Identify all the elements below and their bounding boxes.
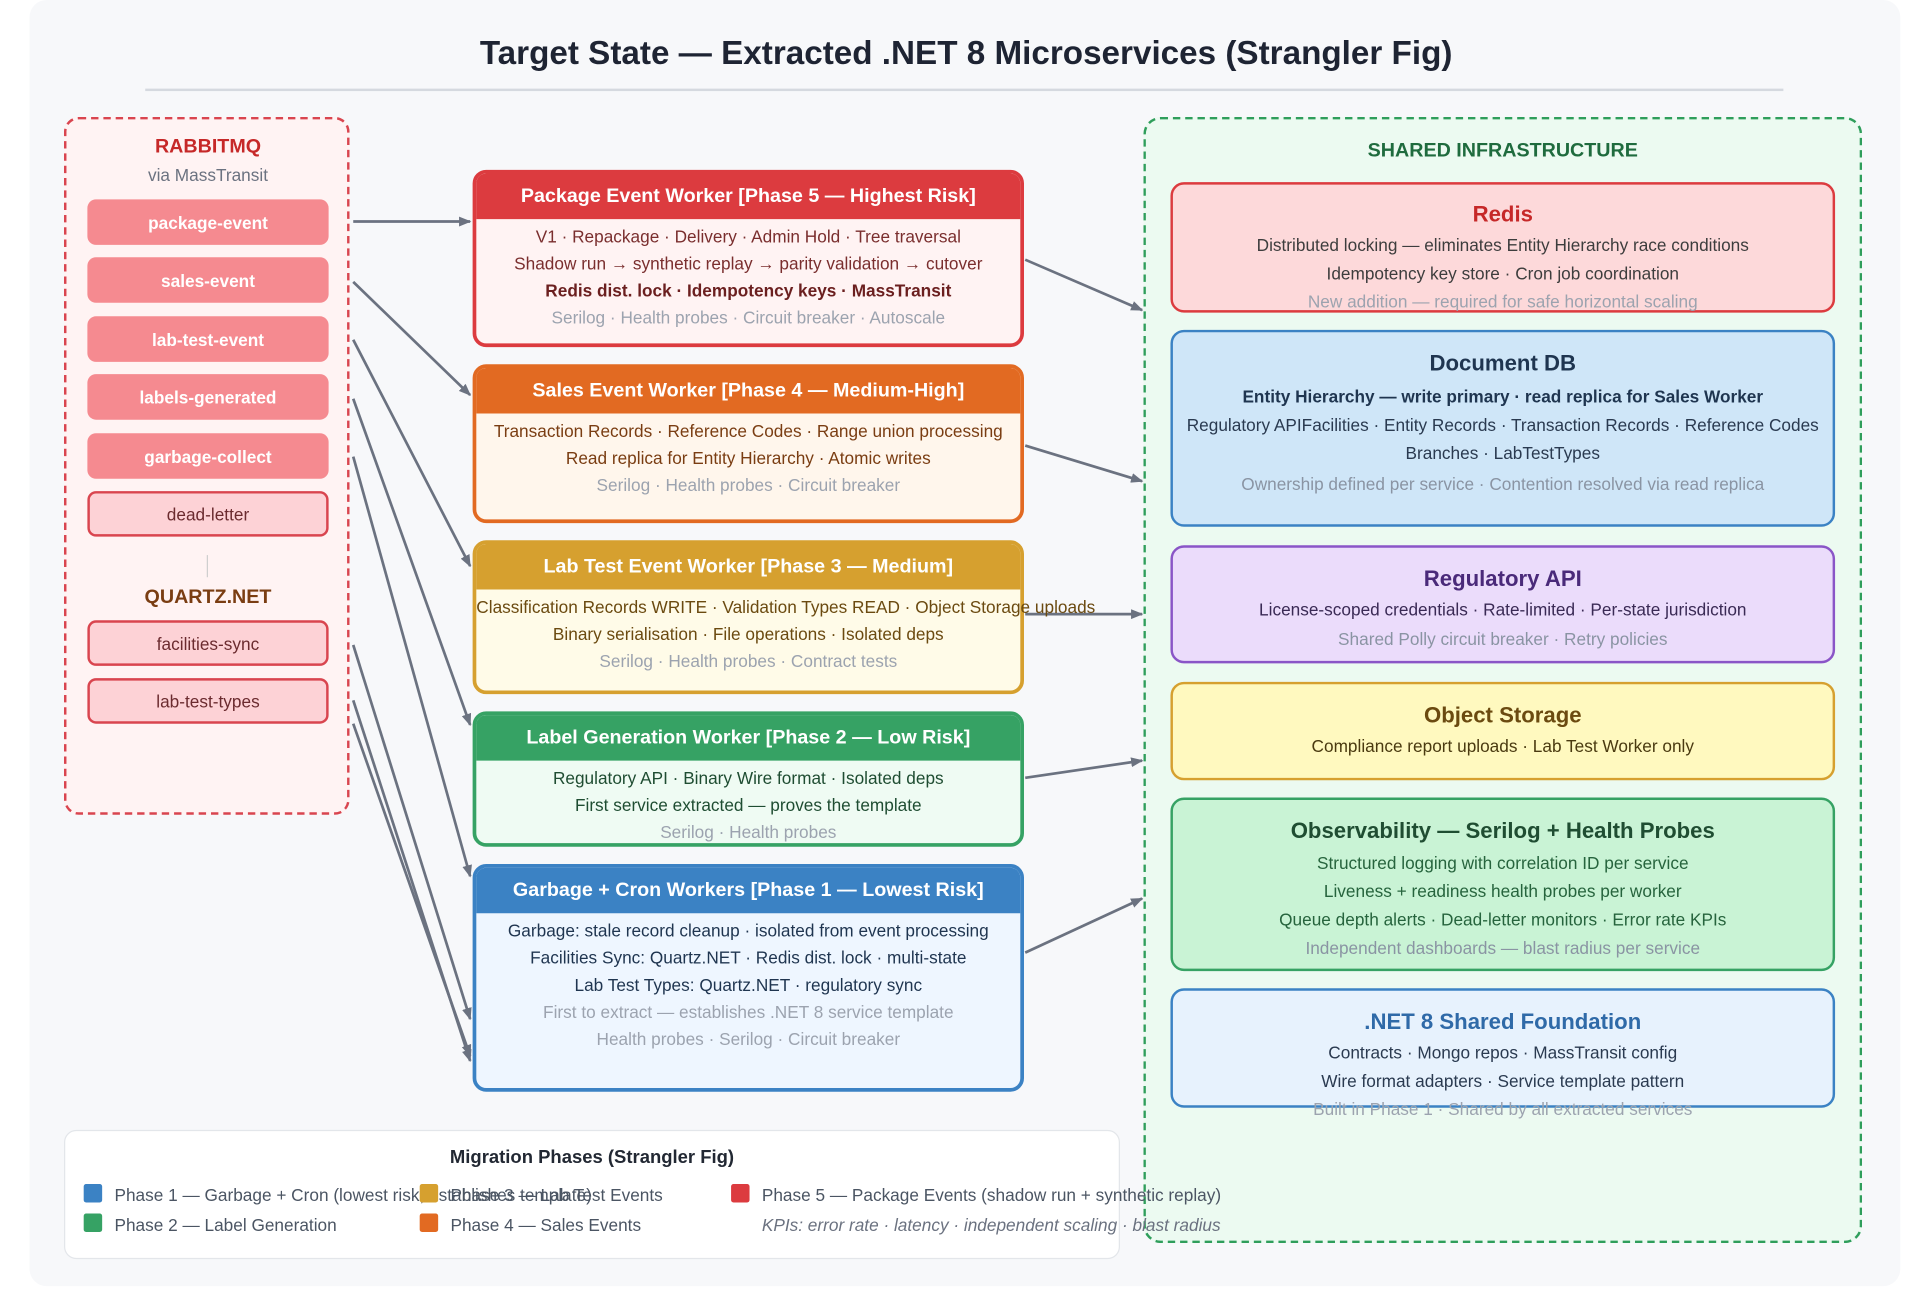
worker-line: Serilog · Health probes · Circuit breake… <box>596 475 901 495</box>
objstore-line: Compliance report uploads · Lab Test Wor… <box>1311 735 1694 756</box>
foundation-line: Contracts · Mongo repos · MassTransit co… <box>1328 1042 1678 1063</box>
arrow-lab-test-event-to-lab-worker <box>352 339 472 568</box>
worker-title: Package Event Worker [Phase 5 — Highest … <box>476 173 1021 220</box>
redis-title: Redis <box>1472 201 1533 227</box>
lab-test-event-worker: Lab Test Event Worker [Phase 3 — Medium]… <box>472 540 1096 695</box>
regapi-title: Regulatory API <box>1423 566 1582 591</box>
worker-title: Sales Event Worker [Phase 4 — Medium-Hig… <box>476 367 1021 414</box>
queue-package-event: package-event <box>87 199 329 245</box>
observability-title: Observability — Serilog + Health Probes <box>1290 818 1715 844</box>
label-generation-worker: Label Generation Worker [Phase 2 — Low R… <box>472 711 1024 847</box>
legend-swatch-phase1 <box>83 1183 103 1203</box>
legend-kpis: KPIs: error rate · latency · independent… <box>761 1214 1221 1235</box>
worker-line: Regulatory API · Binary Wire format · Is… <box>552 767 944 788</box>
worker-line: Shadow run → synthetic replay → parity v… <box>514 253 983 274</box>
redis-line: New addition — required for safe horizon… <box>1307 291 1698 312</box>
queue-garbage-collect: garbage-collect <box>87 433 329 479</box>
title-divider <box>145 88 1784 92</box>
job-facilities-sync: facilities-sync <box>87 620 329 666</box>
legend-item-phase5: Phase 5 — Package Events (shadow run + s… <box>761 1185 1222 1205</box>
worker-line: Facilities Sync: Quartz.NET · Redis dist… <box>530 947 967 968</box>
queue-lab-test-event: lab-test-event <box>87 316 329 362</box>
objstore-title: Object Storage <box>1423 702 1582 728</box>
worker-line: Lab Test Types: Quartz.NET · regulatory … <box>574 974 923 995</box>
worker-line: First service extracted — proves the tem… <box>574 795 922 815</box>
docdb-line: Regulatory APIFacilities · Entity Record… <box>1186 414 1819 435</box>
worker-line: Serilog · Health probes <box>660 822 837 842</box>
arrow-package-worker-to-infra <box>1024 258 1144 312</box>
legend-swatch-phase5 <box>731 1183 750 1203</box>
garbage-cron-worker: Garbage + Cron Workers [Phase 1 — Lowest… <box>472 863 1024 1092</box>
legend-title: Migration Phases (Strangler Fig) <box>449 1147 735 1168</box>
arrow-facilities-sync-to-cron-worker <box>351 644 472 1021</box>
rabbitmq-title: RABBITMQ <box>154 136 262 158</box>
arrow-sales-worker-to-infra <box>1024 444 1144 483</box>
object-storage-box: Object Storage Compliance report uploads… <box>1170 681 1836 781</box>
legend-item-phase2: Phase 2 — Label Generation <box>114 1214 337 1235</box>
arrow-garbage-collect-to-garbage-worker <box>351 456 472 878</box>
legend-item-phase1: Phase 1 — Garbage + Cron (lowest risk, e… <box>114 1185 592 1205</box>
observability-line: Independent dashboards — blast radius pe… <box>1305 937 1701 958</box>
rabbitmq-subtitle: via MassTransit <box>147 164 268 185</box>
legend-swatch-phase3 <box>419 1183 439 1203</box>
regapi-line: Shared Polly circuit breaker · Retry pol… <box>1338 628 1668 649</box>
queue-sales-event: sales-event <box>87 257 329 303</box>
arrow-lab-test-types-to-cron-worker-2 <box>351 723 472 1058</box>
observability-box: Observability — Serilog + Health Probes … <box>1170 797 1836 972</box>
legend <box>63 1129 1120 1260</box>
panel-separator <box>206 555 208 578</box>
arrow-garbage-worker-to-infra <box>1024 897 1144 954</box>
regapi-line: License-scoped credentials · Rate-limite… <box>1259 599 1747 620</box>
worker-line: Serilog · Health probes · Circuit breake… <box>551 307 946 328</box>
infra-title: SHARED INFRASTRUCTURE <box>1367 140 1638 162</box>
docdb-line: Entity Hierarchy — write primary · read … <box>1242 386 1764 407</box>
foundation-line: Built in Phase 1 · Shared by all extract… <box>1313 1099 1693 1119</box>
queue-dead-letter: dead-letter <box>87 491 329 537</box>
arrow-sales-event-to-sales-worker <box>352 280 472 397</box>
diagram-title: Target State — Extracted .NET 8 Microser… <box>479 34 1453 72</box>
docdb-line: Ownership defined per service · Contenti… <box>1241 473 1765 494</box>
arrow-label-worker-to-infra <box>1025 757 1144 780</box>
foundation-title: .NET 8 Shared Foundation <box>1364 1009 1642 1034</box>
observability-line: Structured logging with correlation ID p… <box>1316 852 1689 873</box>
worker-line: Serilog · Health probes · Contract tests <box>599 651 898 671</box>
worker-title: Garbage + Cron Workers [Phase 1 — Lowest… <box>476 867 1021 914</box>
worker-line: Read replica for Entity Hierarchy · Atom… <box>565 447 931 468</box>
worker-line: First to extract — establishes .NET 8 se… <box>543 1001 954 1022</box>
worker-line: Transaction Records · Reference Codes · … <box>493 420 1003 441</box>
redis-line: Distributed locking — eliminates Entity … <box>1256 235 1749 255</box>
redis-box: Redis Distributed locking — eliminates E… <box>1170 182 1836 313</box>
docdb-title: Document DB <box>1429 350 1576 376</box>
redis-line: Idempotency key store · Cron job coordin… <box>1326 263 1679 284</box>
arrow-labels-generated-to-label-worker <box>351 398 472 727</box>
worker-line: V1 · Repackage · Delivery · Admin Hold ·… <box>535 226 961 247</box>
observability-line: Liveness + readiness health probes per w… <box>1323 881 1682 901</box>
sales-event-worker: Sales Event Worker [Phase 4 — Medium-Hig… <box>472 364 1024 524</box>
quartz-title: QUARTZ.NET <box>144 587 272 608</box>
docdb-line: Branches · LabTestTypes <box>1405 443 1600 463</box>
observability-line: Queue depth alerts · Dead-letter monitor… <box>1279 909 1727 930</box>
legend-item-phase3: Phase 3 — Lab Test Events <box>450 1185 663 1205</box>
foundation-line: Wire format adapters · Service template … <box>1321 1070 1685 1091</box>
legend-item-phase4: Phase 4 — Sales Events <box>450 1214 642 1235</box>
worker-title: Label Generation Worker [Phase 2 — Low R… <box>476 715 1021 761</box>
package-event-worker: Package Event Worker [Phase 5 — Highest … <box>472 169 1024 348</box>
worker-line: Health probes · Serilog · Circuit breake… <box>596 1028 901 1049</box>
worker-line: Garbage: stale record cleanup · isolated… <box>507 920 989 941</box>
dotnet-foundation-box: .NET 8 Shared Foundation Contracts · Mon… <box>1170 988 1836 1119</box>
queue-labels-generated: labels-generated <box>87 374 329 420</box>
job-lab-test-types: lab-test-types <box>87 678 329 724</box>
legend-swatch-phase2 <box>83 1213 103 1232</box>
worker-title: Lab Test Event Worker [Phase 3 — Medium] <box>476 543 1021 590</box>
worker-line: Classification Records WRITE · Validatio… <box>476 596 1096 617</box>
regulatory-api-box: Regulatory API License-scoped credential… <box>1170 545 1836 664</box>
worker-line: Redis dist. lock · Idempotency keys · Ma… <box>545 280 952 301</box>
document-db-box: Document DB Entity Hierarchy — write pri… <box>1170 329 1836 527</box>
worker-line: Binary serialisation · File operations ·… <box>552 623 944 644</box>
legend-swatch-phase4 <box>419 1213 439 1232</box>
